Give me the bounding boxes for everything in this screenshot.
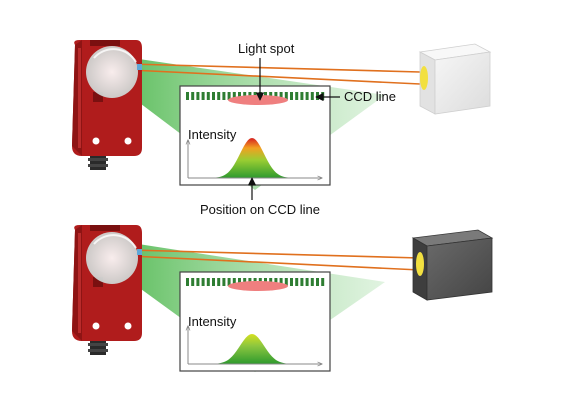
target-cube-dark [411,229,494,301]
panel-white-target [72,40,492,200]
intensity-axes-bottom [188,326,322,364]
sensor-housing [72,40,142,170]
label-position-on-ccd-line: Position on CCD line [200,202,320,217]
ccd-segment [238,278,241,286]
ccd-segment [279,92,283,100]
ccd-segment [290,92,293,100]
label-intensity-bottom: Intensity [188,314,237,329]
ccd-segment [201,278,205,286]
ccd-segment [316,278,319,286]
sensor-housing [72,225,142,355]
ccd-segment [206,92,210,100]
intensity-box-top [179,85,331,186]
ccd-segment [191,92,195,100]
target-cube-white [418,43,492,115]
light-spot-top [228,95,288,105]
ccd-segment [232,92,236,100]
ccd-segment [295,278,299,286]
ccd-segment [217,278,221,286]
ccd-segment [186,278,189,286]
laser-beams [129,63,421,85]
ccd-segment [212,278,215,286]
ccd-segment [295,92,299,100]
ccd-segment [238,92,241,100]
light-spot-bottom [228,281,288,291]
callout-arrows-top [247,58,340,200]
ccd-segment [206,278,210,286]
ccd-segment [201,92,205,100]
ccd-segment [300,92,304,100]
label-ccd-line: CCD line [344,89,397,104]
target-light-spot [420,66,428,90]
ccd-segment [227,278,231,286]
ccd-segment [284,92,288,100]
ccd-segment [310,278,314,286]
ccd-segment [212,92,215,100]
label-light-spot: Light spot [238,41,295,56]
ccd-segment [290,278,293,286]
label-intensity-top: Intensity [188,127,237,142]
ccd-segment [186,92,189,100]
ccd-segment [316,92,319,100]
target-light-spot [416,252,424,276]
ccd-segment [196,278,200,286]
ccd-segment [222,92,226,100]
ccd-segment [222,278,226,286]
intensity-box-bottom [179,271,331,372]
ccd-segment [279,278,283,286]
ccd-segment [305,92,309,100]
ccd-segment [227,92,231,100]
intensity-peak-top [190,138,318,178]
panel-dark-target [72,225,494,372]
ccd-segment [300,278,304,286]
ccd-segment [284,278,288,286]
ccd-segment [305,278,309,286]
ccd-segment [310,92,314,100]
ccd-segment [196,92,200,100]
ccd-segment [321,92,325,100]
ccd-segment [321,278,325,286]
laser-beams [129,249,421,271]
ccd-segment [191,278,195,286]
ccd-segment [217,92,221,100]
ccd-segment [232,278,236,286]
intensity-peak-bottom [190,334,318,364]
